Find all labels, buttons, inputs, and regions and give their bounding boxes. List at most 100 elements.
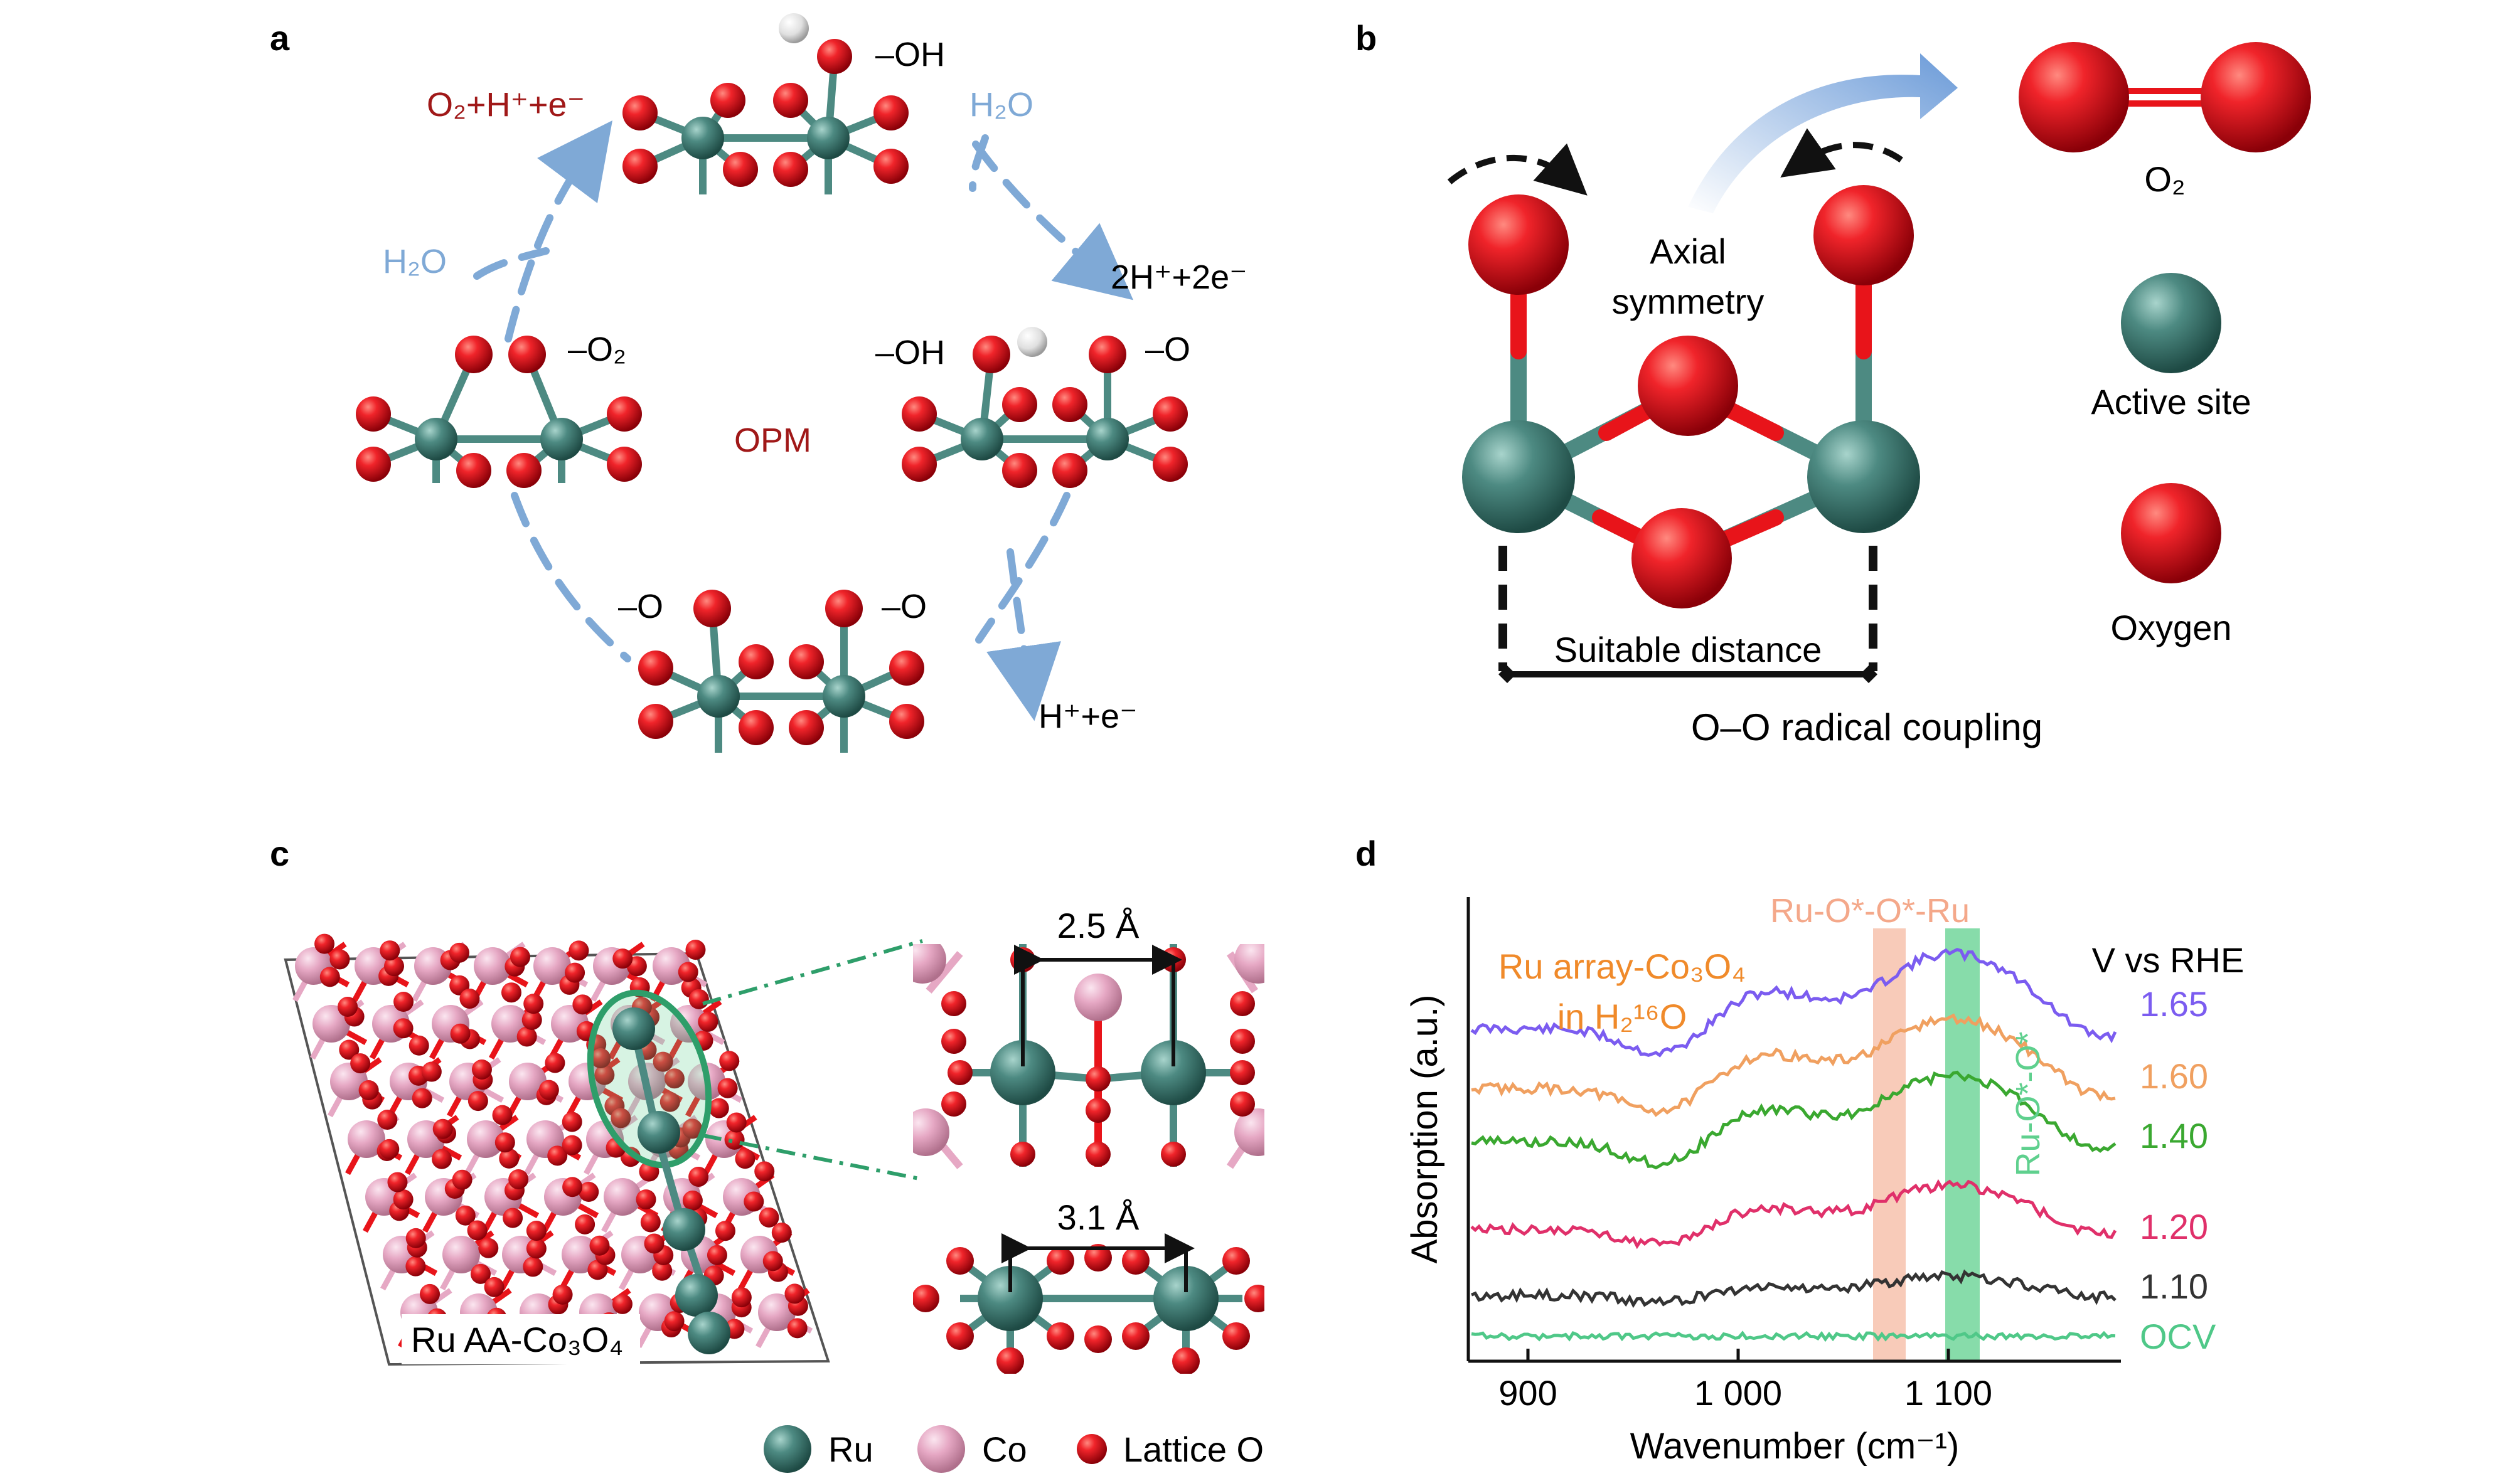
panel-label: c (270, 834, 289, 873)
panel-a: a O₂+H⁺+e⁻ –OH H₂O H₂O 2H⁺+2e⁻ –O₂ –OH –… (270, 13, 1247, 753)
lattice-o-atom (590, 1048, 611, 1069)
cluster-left (356, 336, 642, 488)
top-left-products: O₂+H⁺+e⁻ (427, 86, 585, 124)
lattice-o-atom (492, 1105, 513, 1125)
x-tick-label: 900 (1498, 1373, 1557, 1413)
lattice-o-atom (698, 1011, 718, 1032)
release-arrow (1688, 53, 1958, 213)
lattice-o-atom (612, 948, 633, 969)
lattice-o-atom (450, 1023, 471, 1044)
co-atom (467, 1120, 505, 1158)
lattice-o-atom (526, 1238, 547, 1259)
top-site-oh: –OH (875, 36, 945, 73)
lattice-o-atom (538, 1080, 559, 1100)
series-label: 1.60 (2140, 1056, 2208, 1096)
lattice-o-atom (682, 1118, 703, 1139)
bottom-left-site-o: –O (618, 588, 663, 625)
lattice-o-atom (565, 962, 585, 983)
cluster-top (622, 13, 909, 194)
lattice-o-atom (499, 1148, 520, 1169)
lattice-o-atom (545, 1053, 565, 1073)
lattice-o-atom (393, 1189, 414, 1210)
co-atom (474, 947, 511, 985)
x-axis-label: Wavenumber (cm⁻¹) (1630, 1426, 1960, 1467)
co-atom (758, 1293, 796, 1331)
lattice-o-atom (759, 1207, 779, 1228)
sample-label-1: Ru array-Co₃O₄ (1498, 947, 1746, 986)
lattice-o-atom (384, 956, 405, 977)
dimer-structure (1462, 185, 1920, 608)
lattice-o-atom (338, 997, 358, 1017)
series-label: 1.65 (2140, 984, 2208, 1024)
crystal-lattice (292, 933, 813, 1349)
legend-co-marker (917, 1425, 965, 1473)
lattice-o-atom (314, 933, 335, 954)
co-atom (604, 1178, 641, 1216)
co-atom (533, 947, 571, 985)
legend-ru-label: Ru (828, 1430, 873, 1469)
left-site-o2: –O₂ (568, 331, 626, 368)
legend-o2-label: O₂ (2144, 159, 2185, 199)
bottom-right-site-o: –O (882, 588, 927, 625)
legend-ru-marker (764, 1425, 811, 1473)
distance-top (1014, 945, 1182, 1066)
lattice-o-atom (339, 1039, 360, 1060)
struct-label-bg (402, 1314, 640, 1364)
h2o-left: H₂O (383, 243, 447, 280)
zoom-line-top (702, 939, 923, 1006)
legend-o2: O₂ (2019, 42, 2311, 199)
band-green (1945, 928, 1980, 1361)
x-ticks (1526, 1349, 1950, 1361)
lattice-o-atom (421, 1061, 442, 1082)
lattice-o-atom (715, 1221, 735, 1241)
lattice-o-atom (636, 1189, 656, 1210)
legend-o-label: Lattice O (1123, 1430, 1264, 1469)
legend-active-label: Active site (2091, 382, 2251, 422)
cluster-bottom (638, 590, 924, 753)
lattice-o-atom (682, 1190, 703, 1211)
lattice-o-atom (735, 1149, 755, 1169)
panel-b: b (1355, 18, 2311, 748)
lattice-o-atom (707, 1245, 727, 1265)
co-atom (509, 1063, 547, 1100)
lattice-o-atom (449, 942, 469, 963)
distance-marker (1498, 546, 1877, 677)
axial-label-1: Axial (1650, 231, 1726, 271)
lattice-o-atom (726, 1112, 747, 1133)
lattice-o-atom (787, 1318, 808, 1339)
lattice-o-atom (412, 1088, 432, 1108)
ru-chain (612, 1007, 730, 1354)
lattice-o-atom (784, 1283, 805, 1304)
lattice-o-atom (501, 982, 521, 1003)
h2o-right: H₂O (969, 86, 1033, 124)
lattice-o-atom (579, 1182, 599, 1203)
spectrum-line (1471, 1013, 2116, 1117)
panel-label: b (1355, 18, 1377, 58)
lattice-o-atom (664, 1068, 685, 1089)
right-products: 2H⁺+2e⁻ (1111, 258, 1247, 296)
lattice-o-atom (420, 1283, 440, 1304)
axial-label-2: symmetry (1612, 282, 1765, 321)
lattice-o-atom (510, 947, 531, 967)
distance-top-label: 2.5 Å (1057, 906, 1140, 945)
lattice-o-atom (611, 1108, 631, 1128)
struct-label: Ru AA-Co₃O₄ (411, 1320, 623, 1359)
lattice-o-atom (432, 1118, 453, 1139)
lattice-o-atom (459, 989, 480, 1009)
lattice-o-atom (350, 1053, 371, 1074)
lattice-o-atom (717, 1078, 738, 1098)
legend-oxygen-label: Oxygen (2111, 608, 2232, 647)
lattice-o-atom (572, 994, 593, 1015)
lattice-o-atom (771, 1223, 792, 1243)
co-atom (442, 1236, 480, 1273)
right-site-o: –O (1145, 331, 1190, 368)
lattice-o-atom (471, 1059, 492, 1080)
lattice-o-atom (659, 1091, 680, 1112)
lattice-o-atom (387, 1172, 408, 1192)
series-label: OCV (2140, 1317, 2216, 1356)
lattice-o-atom (526, 1221, 547, 1241)
lattice-o-atom (688, 1166, 709, 1187)
sample-label-2: in H₂¹⁶O (1557, 997, 1687, 1036)
distance-bottom-label: 3.1 Å (1057, 1197, 1140, 1237)
